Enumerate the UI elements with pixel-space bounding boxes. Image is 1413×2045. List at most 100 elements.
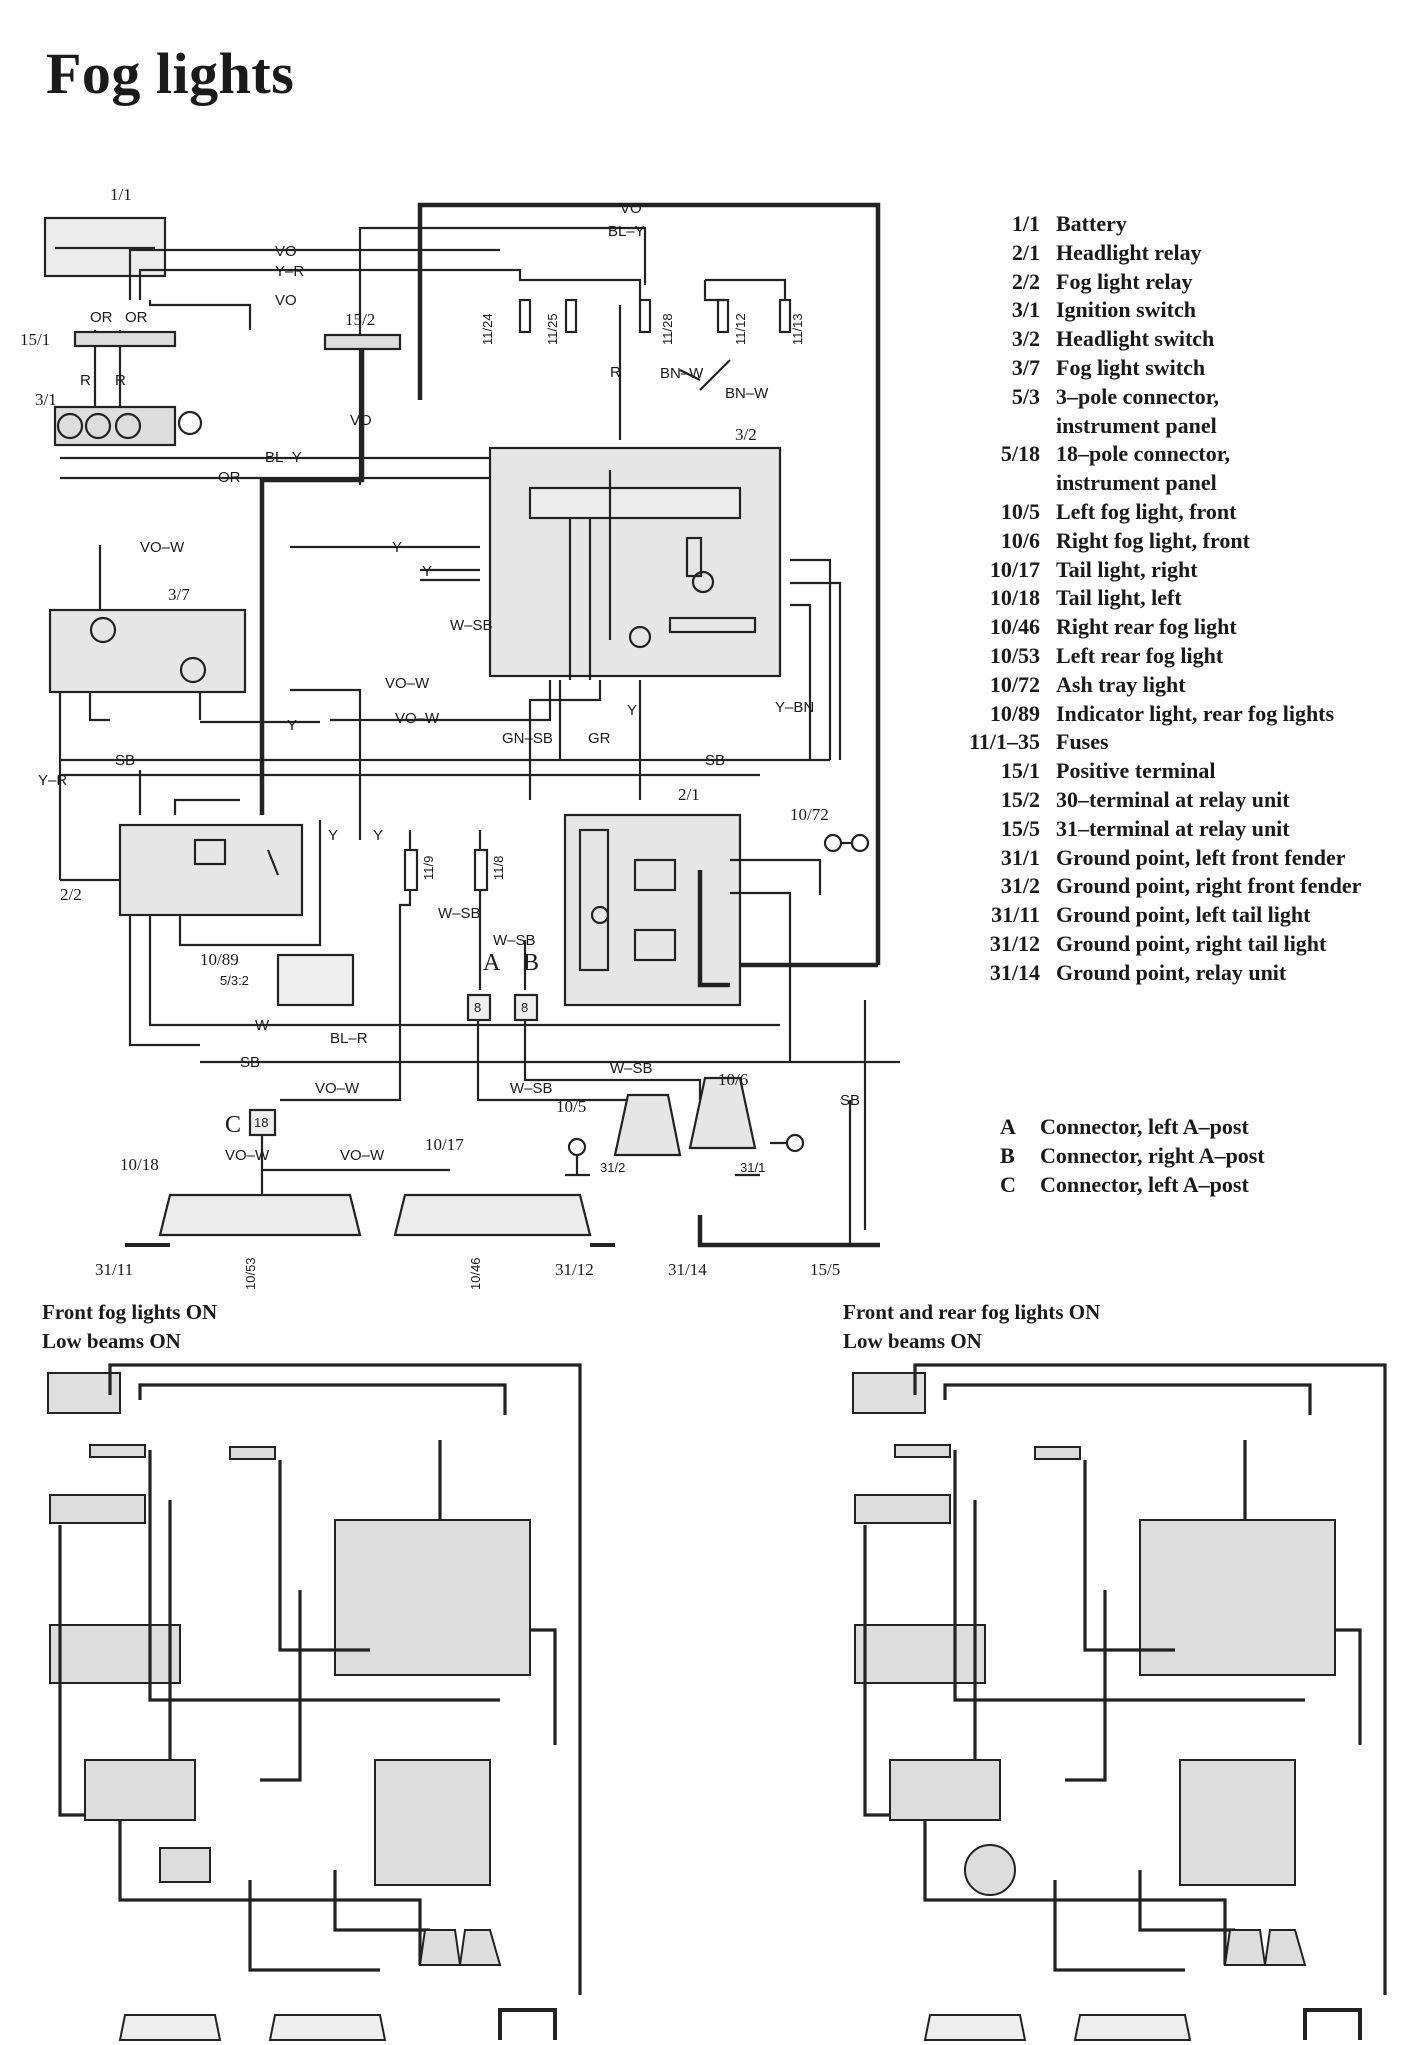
wire-label: BL–Y [608,223,645,240]
wire-label: VO [620,200,642,217]
label-fog-right: 10/6 [718,1070,748,1089]
label-fog-left: 10/5 [556,1097,586,1116]
relay-30-terminal [323,333,402,351]
panel-caption-left-line2: Low beams ON [42,1329,181,1353]
label-conn-a: A [483,950,501,976]
label-conn-c: C [225,1112,241,1138]
label-tail-left: 10/18 [120,1155,159,1174]
wire-label: Y [328,827,338,844]
fuse-label: 11/12 [733,313,748,345]
panel-caption-right-line1: Front and rear fog lights ON [843,1300,1101,1324]
label-rear-fog-right: 10/46 [468,1257,483,1290]
wire-label: R [610,364,621,381]
mini-diagram-left [47,1363,582,2041]
wire-label: SB [240,1054,260,1071]
wire-label: VO [275,243,297,260]
label-ground-31-12: 31/12 [555,1260,594,1279]
wire-label: Y [287,717,297,734]
wire-label: W–SB [610,1060,653,1077]
wire-label: BL–Y [265,449,302,466]
legend-row: instrument panel [1056,470,1217,496]
label-conn-a-pin: 8 [474,1000,481,1015]
left-tail-light [158,1193,362,1237]
panel-caption-left-line1: Front fog lights ON [42,1300,218,1324]
wire-label: Y [392,539,402,556]
legend-row: instrument panel [1056,412,1217,438]
positive-terminal [73,330,177,348]
label-fog-switch: 3/7 [168,585,190,604]
label-ground-15-5: 15/5 [810,1260,840,1279]
wire-label: Y [627,702,637,719]
wire-label: Y–BN [775,699,814,716]
fuse-label: 11/25 [545,313,560,345]
fuse-label: 11/13 [790,313,805,345]
wire-label: SB [840,1092,860,1109]
fuse-block-top [518,278,792,334]
fuse-label: 11/9 [421,856,436,880]
label-ground-31-2: 31/2 [600,1160,625,1175]
wire-label: Y [373,827,383,844]
label-ground-31-14: 31/14 [668,1260,707,1279]
label-ground-31-1: 31/1 [740,1160,765,1175]
label-indicator: 10/89 [200,950,239,969]
wire-label: VO–W [340,1147,385,1164]
connector-c-box [248,1108,277,1137]
wire-label: W–SB [450,617,493,634]
label-conn-c-pin: 18 [254,1115,268,1130]
wire-label: SB [705,752,725,769]
wire-label: R [115,372,126,389]
label-ignition-switch: 3/1 [35,390,57,409]
wire-label: OR [218,469,241,486]
label-conn-b-pin: 8 [521,1000,528,1015]
label-tail-right: 10/17 [425,1135,464,1154]
left-front-fog-light [613,1093,682,1157]
wire-label: VO [350,412,372,429]
fog-light-switch [48,608,247,694]
label-fog-relay: 2/2 [60,885,82,904]
label-ash-tray: 10/72 [790,805,829,824]
label-battery: 1/1 [110,185,132,204]
fuse-11-9 [403,848,419,892]
wire-label: GN–SB [502,730,553,747]
wire-label: VO–W [385,675,430,692]
right-tail-light [393,1193,592,1237]
wire-label: Y [422,563,432,580]
fuse-label: 11/24 [480,313,495,345]
wire-label: GR [588,730,611,747]
wire-label: W–SB [438,905,481,922]
wire-label: BN–W [660,365,704,382]
label-conn-b: B [523,950,539,976]
panel-caption-right: Front and rear fog lights ON Low beams O… [843,1298,1100,1356]
fog-light-relay [118,823,304,917]
panel-caption-right-line2: Low beams ON [843,1329,982,1353]
wire-label: Y–R [275,263,304,280]
headlight-relay [563,813,742,1007]
wire-label: R [80,372,91,389]
right-front-fog-light [688,1076,757,1150]
wire-label: W–SB [510,1080,553,1097]
label-indicator-conn: 5/3:2 [220,973,249,988]
wire-label: OR [125,309,148,326]
